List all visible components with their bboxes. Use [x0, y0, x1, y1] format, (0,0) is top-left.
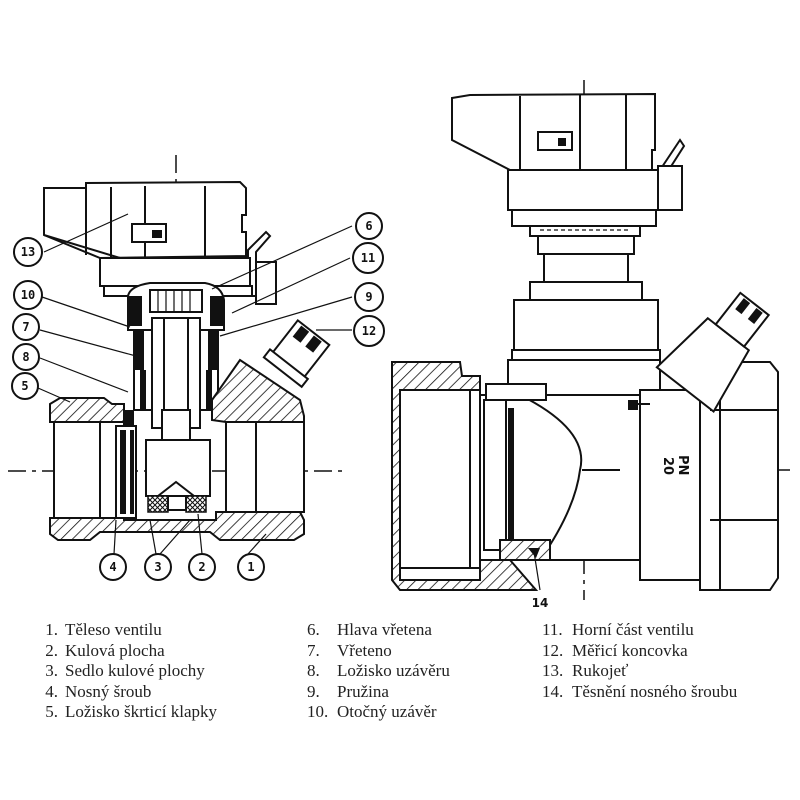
leader-line-14 — [533, 551, 541, 591]
legend-label: Kulová plocha — [65, 640, 165, 660]
legend-number: 12. — [542, 640, 564, 660]
callout-3: 3 — [144, 553, 172, 581]
legend-label: Měřicí koncovka — [572, 640, 688, 660]
svg-text:2: 2 — [198, 560, 205, 574]
svg-text:4: 4 — [109, 560, 116, 574]
legend-number: 6. — [307, 620, 320, 639]
legend-column-1: 1. Těleso ventilu 2. Kulová plocha 3. Sedlo… — [38, 620, 217, 723]
svg-text:PN: PN — [675, 455, 690, 475]
callout-4: 4 — [99, 553, 127, 581]
svg-text:3: 3 — [154, 560, 161, 574]
right-handle — [451, 92, 686, 361]
legend-number: 9. — [307, 681, 320, 701]
svg-text:6: 6 — [365, 219, 372, 233]
valve-cross-section-drawing: 13 10 7 8 5 6 11 9 12 4 3 2 1 — [8, 80, 790, 610]
svg-text:10: 10 — [21, 288, 35, 302]
callout-8: 8 — [12, 343, 40, 371]
legend-number: 10. — [307, 702, 329, 721]
callout-10: 10 — [13, 280, 43, 310]
callout-2: 2 — [188, 553, 216, 581]
callout-7: 7 — [12, 313, 40, 341]
legend-label: Vřeteno — [337, 640, 392, 660]
svg-text:9: 9 — [365, 290, 372, 304]
legend-number: 5. — [45, 702, 58, 721]
legend-number: 11. — [542, 620, 563, 639]
svg-text:20: 20 — [660, 457, 675, 475]
pn20-marking: PN 20 — [660, 455, 690, 475]
legend-label: Těsnění nosného šroubu — [572, 681, 738, 701]
svg-text:11: 11 — [361, 251, 375, 265]
legend-label: Těleso ventilu — [65, 620, 162, 639]
legend-item: 7. Vřeteno — [307, 641, 450, 662]
callout-14: 14 — [532, 596, 549, 610]
callout-9: 9 — [354, 282, 384, 312]
legend-column-3: 11. Horní část ventilu 12. Měřicí koncovka… — [542, 620, 737, 702]
svg-text:5: 5 — [21, 379, 28, 393]
legend-item: 1. Těleso ventilu — [38, 620, 217, 641]
legend-item: 5. Ložisko škrticí klapky — [38, 702, 217, 723]
callout-11: 11 — [352, 242, 384, 274]
callout-12: 12 — [353, 315, 385, 347]
svg-text:7: 7 — [22, 320, 29, 334]
legend-item: 2. Kulová plocha — [38, 641, 217, 662]
legend-item: 12. Měřicí koncovka — [542, 641, 737, 662]
legend-label: Ložisko škrticí klapky — [65, 702, 218, 721]
callout-5: 5 — [11, 372, 39, 400]
svg-text:13: 13 — [21, 245, 35, 259]
legend-item: 14. Těsnění nosného šroubu — [542, 682, 737, 703]
legend-label: Ložisko uzávěru — [337, 661, 450, 680]
legend-label: Rukojeť — [572, 661, 629, 680]
legend-number: 1. — [45, 620, 58, 639]
svg-text:12: 12 — [362, 324, 376, 338]
legend-label: Pružina — [337, 681, 389, 701]
legend-item: 11. Horní část ventilu — [542, 620, 737, 641]
legend-item: 13. Rukojeť — [542, 661, 737, 682]
legend-label: Horní část ventilu — [572, 620, 694, 639]
legend-item: 4. Nosný šroub — [38, 682, 217, 703]
right-valve-body — [391, 291, 779, 591]
legend-number: 14. — [542, 681, 564, 701]
right-external-view: PN 20 14 — [391, 80, 790, 610]
legend-label: Nosný šroub — [65, 681, 152, 701]
legend-number: 7. — [307, 640, 320, 660]
legend-number: 2. — [45, 640, 58, 660]
legend-label: Hlava vřetena — [337, 620, 432, 639]
callout-13: 13 — [13, 237, 43, 267]
legend-label: Sedlo kulové plochy — [65, 661, 205, 680]
leader-lines — [37, 213, 353, 555]
legend-label: Otočný uzávěr — [337, 702, 437, 721]
callout-6: 6 — [355, 212, 383, 240]
spindle-assembly — [124, 282, 225, 458]
upper-part-of-valve — [99, 257, 251, 287]
callout-1: 1 — [237, 553, 265, 581]
svg-text:1: 1 — [247, 560, 254, 574]
legend-column-2: 6. Hlava vřetena 7. Vřeteno 8. Ložisko uzáv… — [307, 620, 450, 723]
legend-item: 3. Sedlo kulové plochy — [38, 661, 217, 682]
legend-item: 10. Otočný uzávěr — [307, 702, 450, 723]
legend-item: 9. Pružina — [307, 682, 450, 703]
valve-body — [49, 358, 305, 541]
left-sectional-view: 13 10 7 8 5 6 11 9 12 4 3 2 1 — [8, 155, 385, 581]
legend-number: 8. — [307, 661, 320, 680]
legend-number: 3. — [45, 661, 58, 680]
legend-number: 4. — [45, 681, 58, 701]
legend-item: 8. Ložisko uzávěru — [307, 661, 450, 682]
legend-number: 13. — [542, 661, 564, 680]
svg-text:8: 8 — [22, 350, 29, 364]
legend-item: 6. Hlava vřetena — [307, 620, 450, 641]
measuring-nipple — [262, 318, 331, 389]
